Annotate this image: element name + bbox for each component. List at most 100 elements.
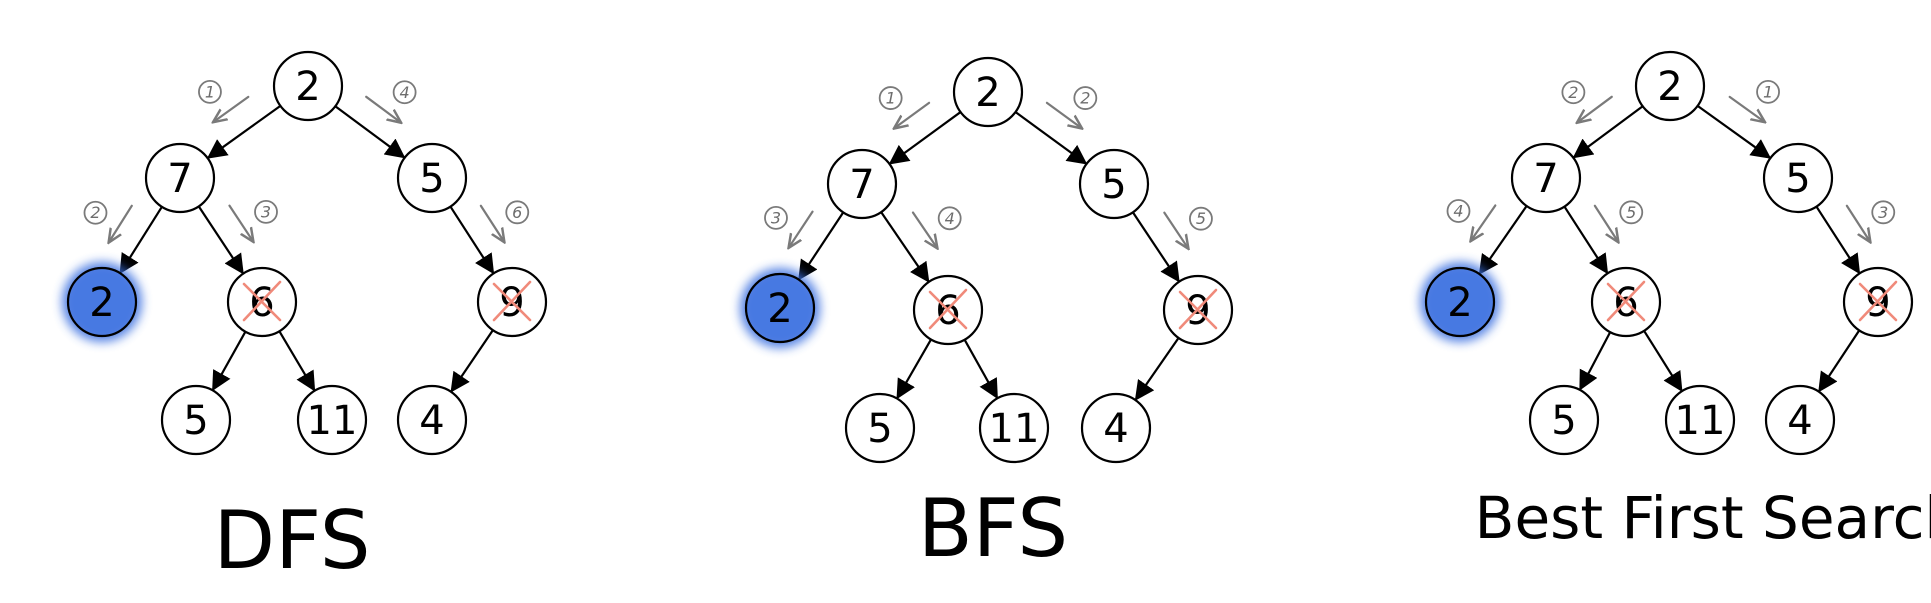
order-badge xyxy=(1561,80,1586,105)
order-number: 3 xyxy=(1878,203,1888,222)
tree-node: 2 xyxy=(62,262,142,342)
node-circle xyxy=(396,142,468,214)
node-value: 2 xyxy=(975,70,1000,116)
tree-edge-l-lr xyxy=(1563,205,1609,275)
order-number: 1 xyxy=(205,82,215,101)
tree-edge-lr-lrr xyxy=(1643,330,1683,393)
order-number: 4 xyxy=(1453,202,1463,221)
order-mark: 5 xyxy=(1163,206,1213,248)
node-value: 5 xyxy=(1551,398,1576,444)
node-circle xyxy=(1528,384,1600,456)
node-value: 2 xyxy=(89,280,114,326)
node-value: 2 xyxy=(295,64,320,110)
order-number: 2 xyxy=(90,203,100,222)
node-value: 2 xyxy=(1657,64,1682,110)
tree-edge-r-rr xyxy=(1131,211,1180,283)
pruned-cross-icon xyxy=(928,288,968,330)
node-value: 5 xyxy=(183,398,208,444)
node-circle xyxy=(272,50,344,122)
node-value: 5 xyxy=(419,156,444,202)
tree-edge-l-lr xyxy=(880,211,930,283)
tree-node: 5 xyxy=(1078,148,1150,220)
order-mark: 1 xyxy=(198,79,250,122)
order-number: 3 xyxy=(261,202,271,221)
tree-node: 6 xyxy=(226,266,298,338)
tree-edge-lr-lrl xyxy=(1579,331,1612,391)
node-circle xyxy=(1764,384,1836,456)
tree-node: 5 xyxy=(844,392,916,464)
order-mark: 4 xyxy=(1446,199,1497,240)
order-badge xyxy=(1619,200,1644,225)
node-circle xyxy=(396,384,468,456)
order-number: 5 xyxy=(1196,209,1206,228)
node-circle xyxy=(1080,392,1152,464)
order-arrow xyxy=(1578,95,1613,122)
order-badge xyxy=(505,200,530,225)
order-badge xyxy=(83,200,108,225)
order-mark: 2 xyxy=(1561,80,1613,122)
tree-panel-2: 123452752695114BFS xyxy=(740,56,1234,575)
node-circle xyxy=(978,392,1050,464)
node-value: 5 xyxy=(1101,162,1126,208)
order-arrow xyxy=(1728,95,1764,122)
tree-node: 6 xyxy=(1590,266,1662,338)
tree-edge-lr-lrr xyxy=(278,330,316,392)
tree-node: 4 xyxy=(1080,392,1152,464)
tree-edge-lr-lrr xyxy=(963,339,998,400)
node-value: 11 xyxy=(307,398,358,444)
tree-edge-l-lr xyxy=(197,205,244,275)
tree-edge-r-rr xyxy=(1815,205,1861,275)
panel-caption: Best First Search xyxy=(1475,484,1931,552)
order-mark: 4 xyxy=(911,206,962,248)
order-badge xyxy=(1073,86,1098,110)
order-arrow xyxy=(1593,204,1618,241)
node-value: 7 xyxy=(167,156,192,202)
node-circle xyxy=(1762,142,1834,214)
order-number: 4 xyxy=(400,83,410,102)
order-arrow xyxy=(789,210,814,247)
order-arrow xyxy=(1163,211,1187,248)
order-badge xyxy=(392,80,417,105)
tree-edge-l-ll xyxy=(119,206,163,275)
tree-node: 2 xyxy=(1420,262,1500,342)
tree-node: 9 xyxy=(476,266,548,338)
order-mark: 5 xyxy=(1593,200,1644,241)
order-arrow xyxy=(109,204,133,242)
node-value: 7 xyxy=(849,162,874,208)
tree-node: 9 xyxy=(1842,266,1914,338)
node-circle xyxy=(952,56,1024,128)
node-circle xyxy=(66,266,138,338)
order-number: 2 xyxy=(1080,89,1090,108)
order-mark: 4 xyxy=(365,80,417,122)
order-number: 1 xyxy=(886,89,896,108)
tree-node: 5 xyxy=(1528,384,1600,456)
node-value: 2 xyxy=(767,286,792,332)
tree-edge-rr-rrl xyxy=(1134,337,1180,401)
node-value: 5 xyxy=(867,406,892,452)
node-circle xyxy=(1078,148,1150,220)
node-value: 5 xyxy=(1785,156,1810,202)
tree-edge-rr-rrl xyxy=(450,329,494,393)
order-arrow xyxy=(479,204,504,241)
tree-node: 11 xyxy=(1664,384,1736,456)
tree-node: 2 xyxy=(740,268,820,348)
tree-node: 2 xyxy=(1634,50,1706,122)
node-circle xyxy=(826,148,898,220)
tree-edge-root-r xyxy=(1696,104,1772,159)
order-badge xyxy=(1756,79,1780,104)
tree-panel-3: 123452752695114Best First Search xyxy=(1420,50,1931,552)
tree-node: 9 xyxy=(1162,274,1234,346)
node-value: 11 xyxy=(989,406,1040,452)
node-circle xyxy=(744,272,816,344)
order-mark: 3 xyxy=(228,199,278,241)
node-circle xyxy=(1424,266,1496,338)
order-arrow xyxy=(1845,204,1870,241)
order-arrow xyxy=(911,211,937,248)
node-value: 7 xyxy=(1533,156,1558,202)
node-value: 4 xyxy=(1787,398,1812,444)
node-circle xyxy=(1664,384,1736,456)
order-mark: 1 xyxy=(878,86,931,128)
order-arrow xyxy=(1471,204,1497,240)
panel-caption: BFS xyxy=(918,482,1068,575)
